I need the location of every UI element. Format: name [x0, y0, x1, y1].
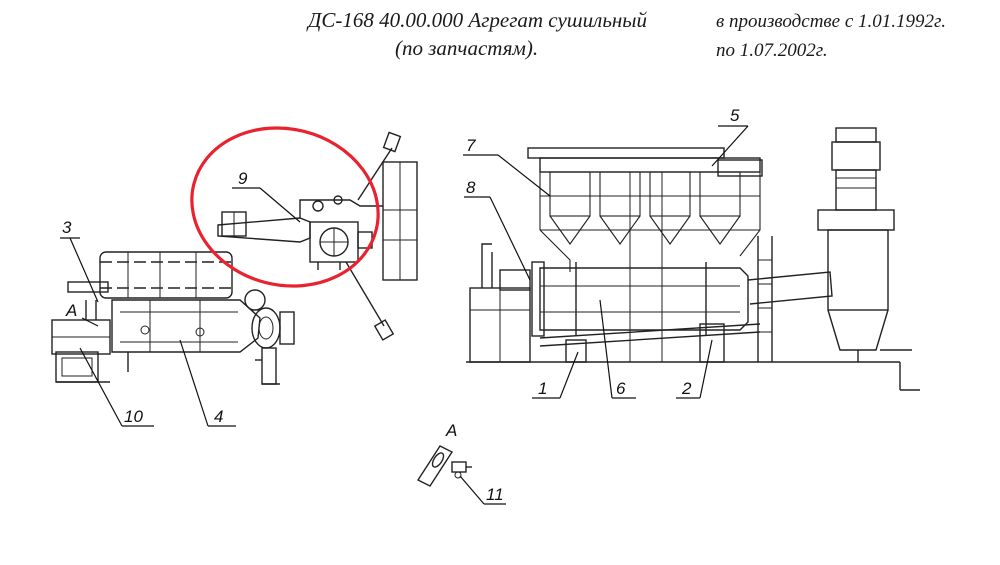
document-title: ДС-168 40.00.000 Агрегат сушильный: [308, 8, 648, 32]
leader-lines: [60, 125, 749, 505]
callout-label-4: 4: [214, 407, 223, 426]
callout-label-1: 1: [538, 379, 547, 398]
callout-label-6: 6: [616, 379, 626, 398]
callout-label-7: 7: [466, 136, 476, 155]
highlight-ellipse: [190, 126, 380, 288]
callout-label-9: 9: [238, 169, 248, 188]
production-start: в производстве с 1.01.1992г.: [716, 11, 946, 32]
view-a-detail: [416, 445, 472, 487]
document-subtitle: (по запчастям).: [395, 36, 539, 60]
production-end: по 1.07.2002г.: [716, 40, 828, 61]
left-assembly: [51, 251, 295, 385]
view-a-label-left: A: [65, 301, 77, 320]
callout-label-3: 3: [62, 218, 72, 237]
right-assembly: [466, 127, 920, 391]
part-9-assembly: [217, 131, 418, 341]
callout-label-10: 10: [124, 407, 143, 426]
callout-label-8: 8: [466, 178, 476, 197]
callout-label-5: 5: [730, 106, 740, 125]
callout-label-11: 11: [486, 485, 504, 504]
view-a-label-detail: A: [445, 421, 457, 440]
callout-label-2: 2: [681, 379, 692, 398]
